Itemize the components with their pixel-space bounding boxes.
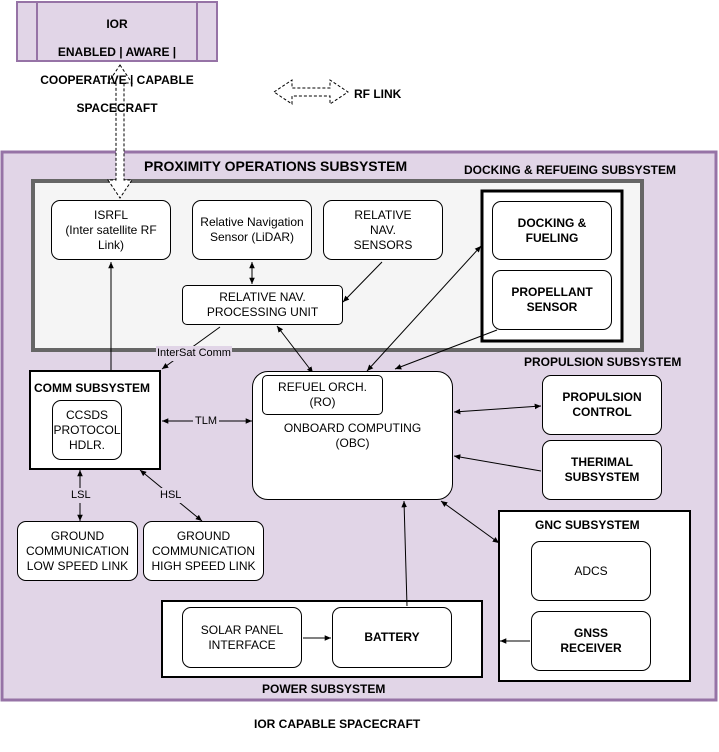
ccsds-node: CCSDS PROTOCOL HDLR.	[52, 400, 122, 460]
ior-line-4: SPACECRAFT	[76, 101, 158, 115]
battery-node: BATTERY	[332, 607, 452, 668]
spacecraft-title: IOR CAPABLE SPACECRAFT	[254, 717, 421, 731]
lidar-node: Relative Navigation Sensor (LiDAR)	[192, 200, 312, 260]
gnd-low-node: GROUND COMMUNICATION LOW SPEED LINK	[17, 521, 138, 581]
lsl-label: LSL	[69, 488, 93, 503]
ior-spacecraft-box	[16, 1, 218, 62]
obc-prop-control-edge	[453, 403, 542, 415]
ior-isrfl-dashed-link	[107, 64, 133, 199]
isrfl-node: ISRFL (Inter satellite RF Link)	[51, 200, 171, 260]
refuel-orch-node: REFUEL ORCH. (RO)	[262, 375, 383, 415]
rel-nav-sensors-node: RELATIVE NAV. SENSORS	[323, 200, 443, 260]
ior-line-2: ENABLED | AWARE |	[57, 45, 177, 59]
docking-fueling-node: DOCKING & FUELING	[492, 201, 612, 260]
thermal-to-obc-edge	[453, 454, 542, 472]
prop-control-node: PROPULSION CONTROL	[542, 375, 662, 435]
obc-label: ONBOARD COMPUTING (OBC)	[283, 421, 422, 450]
propellant-to-obc-edge	[394, 329, 498, 370]
comm-title: COMM SUBSYSTEM	[34, 381, 151, 395]
rel-nav-pu-node: RELATIVE NAV. PROCESSING UNIT	[182, 285, 343, 325]
rf-link-legend-arrow	[273, 79, 349, 105]
obc-gnc-edge	[440, 500, 500, 544]
intersat-comm-label: InterSat Comm	[156, 346, 232, 361]
thermal-node: THERIMAL SUBSYSTEM	[542, 440, 662, 500]
rf-link-label: RF LINK	[354, 87, 402, 101]
power-title: POWER SUBSYSTEM	[262, 682, 386, 696]
propulsion-title: PROPULSION SUBSYSTEM	[524, 355, 682, 369]
tlm-label: TLM	[193, 414, 219, 429]
ior-box-label: IOR ENABLED | AWARE | COOPERATIVE | CAPA…	[37, 3, 197, 129]
ior-line-3: COOPERATIVE | CAPABLE	[40, 73, 194, 87]
prox-ops-title: PROXIMITY OPERATIONS SUBSYSTEM	[144, 158, 408, 174]
gnd-high-node: GROUND COMMUNICATION HIGH SPEED LINK	[143, 521, 264, 581]
hsl-label: HSL	[158, 488, 184, 503]
battery-to-obc-edge	[401, 500, 408, 607]
docking-refuel-title: DOCKING & REFUEING SUBSYSTEM	[464, 163, 677, 177]
obc-docking-edge	[366, 245, 482, 372]
gnss-node: GNSS RECEIVER	[531, 611, 651, 671]
ior-line-1: IOR	[106, 17, 128, 31]
adcs-node: ADCS	[531, 541, 651, 601]
gnc-title: GNC SUBSYSTEM	[535, 518, 640, 532]
propellant-sensor-node: PROPELLANT SENSOR	[492, 270, 612, 330]
pu-obc-edge	[276, 325, 314, 374]
solar-node: SOLAR PANEL INTERFACE	[182, 607, 302, 668]
